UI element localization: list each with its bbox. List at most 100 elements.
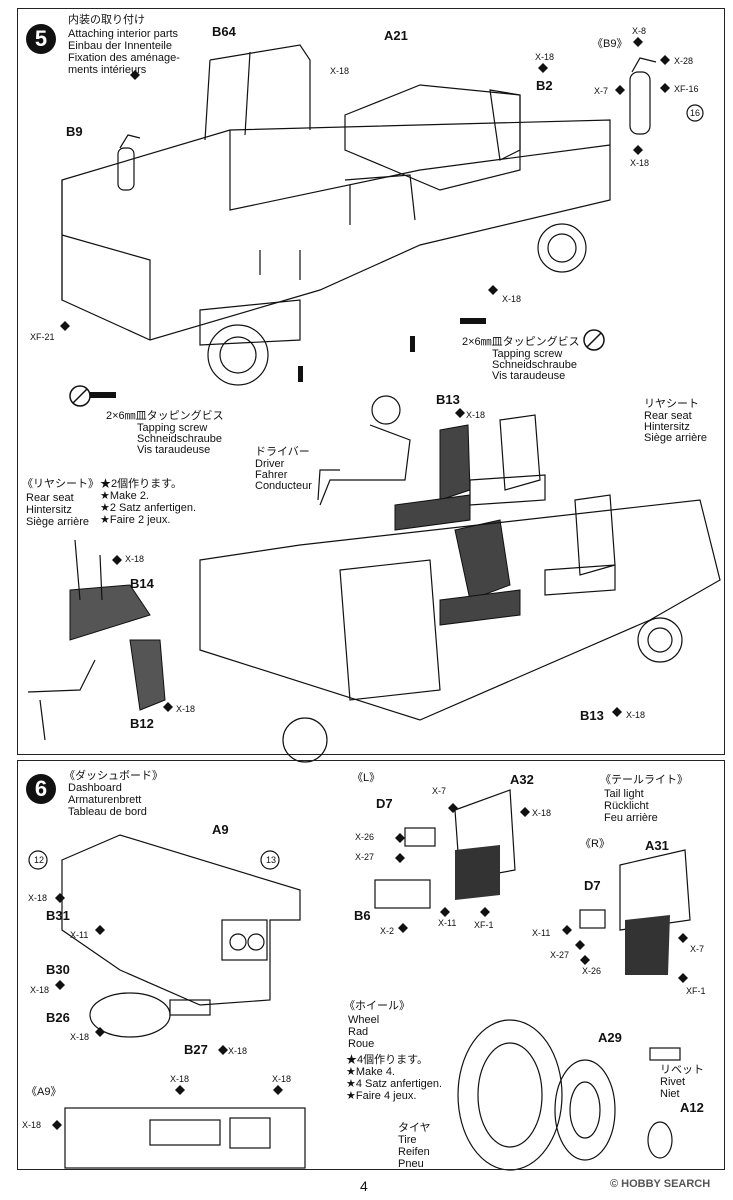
part-a12: A12 — [680, 1100, 704, 1115]
rs-box-jp: 《リヤシート》 — [22, 478, 99, 490]
step5-title-en: Attaching interior parts — [68, 28, 179, 40]
part-b27: B27 — [184, 1042, 208, 1057]
driver-fr: Conducteur — [255, 480, 312, 492]
color-x28: X-28 — [674, 56, 694, 66]
rs-box-de: Hintersitz — [26, 504, 72, 516]
make4-en: ★Make 4. — [346, 1066, 395, 1078]
s6-x18-a: X-18 — [28, 893, 48, 903]
a9-inset-label: 《A9》 — [26, 1086, 62, 1098]
dash-de: Armaturenbrett — [68, 794, 142, 806]
tire-fr: Pneu — [398, 1158, 424, 1170]
part-b31: B31 — [46, 908, 70, 923]
ref-circle-icons — [28, 104, 704, 870]
l-x18: X-18 — [532, 808, 552, 818]
front-seat-drawing — [394, 424, 521, 626]
part-d7-r: D7 — [584, 878, 601, 893]
wheel-fr: Roue — [348, 1038, 375, 1050]
screw-label-1-de: Schneidschraube — [492, 359, 578, 371]
lower-chassis-drawing — [199, 499, 721, 763]
rs-box-en: Rear seat — [26, 492, 74, 504]
ref-16: 16 — [690, 108, 701, 118]
l-x11: X-11 — [438, 918, 457, 928]
screw-label-2-de: Schneidschraube — [137, 433, 223, 445]
extinguisher-inset-icon — [629, 57, 657, 135]
make2-jp: ★2個作ります。 — [100, 478, 183, 490]
tail-de: Rücklicht — [604, 800, 649, 812]
screw-icons — [90, 318, 486, 398]
color-x18-e: X-18 — [466, 410, 486, 420]
r-x27: X-27 — [550, 950, 570, 960]
l-inset-label: 《L》 — [352, 772, 381, 784]
color-x18-a: X-18 — [330, 66, 350, 76]
rearseat-de: Hintersitz — [644, 421, 690, 433]
l-x26: X-26 — [355, 832, 375, 842]
make2-en: ★Make 2. — [100, 490, 149, 502]
dashboard-drawing — [61, 834, 301, 1038]
extinguisher-icon — [117, 134, 141, 191]
part-b64: B64 — [212, 24, 236, 39]
wheel-drawing — [457, 1019, 681, 1171]
part-b9: B9 — [66, 124, 83, 139]
watermark: © HOBBY SEARCH — [610, 1178, 711, 1190]
driver-jp: ドライバー — [255, 446, 310, 458]
dash-en: Dashboard — [68, 782, 122, 794]
dash-fr: Tableau de bord — [68, 806, 147, 818]
screw-label-1-en: Tapping screw — [492, 348, 563, 360]
driver-en: Driver — [255, 458, 285, 470]
rearseat-fr: Siège arrière — [644, 432, 707, 444]
color-x7: X-7 — [594, 86, 609, 96]
screw-label-2-fr: Vis taraudeuse — [137, 444, 211, 456]
l-x2: X-2 — [380, 926, 395, 936]
rs-box-fr: Siège arrière — [26, 516, 89, 528]
rear-seat-drawing — [469, 414, 616, 596]
color-xf16: XF-16 — [674, 84, 699, 94]
paint-markers — [52, 37, 688, 1130]
s6-x18-b: X-18 — [30, 985, 50, 995]
part-b13-lower: B13 — [580, 708, 604, 723]
tail-light-right-drawing — [579, 849, 691, 931]
part-b14: B14 — [130, 576, 154, 591]
driver-de: Fahrer — [255, 469, 288, 481]
make4-de: ★4 Satz anfertigen. — [346, 1078, 443, 1090]
color-x18-f: X-18 — [125, 554, 145, 564]
s6-x11-a: X-11 — [70, 930, 89, 940]
part-a32: A32 — [510, 772, 534, 787]
l-x7: X-7 — [432, 786, 447, 796]
rearseat-en: Rear seat — [644, 410, 692, 422]
no-glue-icons — [69, 329, 605, 407]
s6-x18-g: X-18 — [22, 1120, 42, 1130]
rearseat-jp: リヤシート — [644, 398, 699, 410]
a9-inset-drawing — [64, 1107, 306, 1169]
tire-de: Reifen — [398, 1146, 430, 1158]
part-a29: A29 — [598, 1030, 622, 1045]
step5-title-fr2: ments intérieurs — [68, 64, 147, 76]
tire-en: Tire — [398, 1134, 417, 1146]
color-x18-b: X-18 — [535, 52, 555, 62]
rivet-jp: リベット — [660, 1064, 704, 1076]
screw-label-1-fr: Vis taraudeuse — [492, 370, 566, 382]
color-xf21: XF-21 — [30, 332, 55, 342]
make4-jp: ★4個作ります。 — [346, 1054, 429, 1066]
make2-de: ★2 Satz anfertigen. — [100, 502, 197, 514]
b9-inset-label: 《B9》 — [592, 38, 628, 50]
dash-jp: 《ダッシュボード》 — [64, 770, 163, 782]
page-number: 4 — [360, 1178, 368, 1194]
part-a21: A21 — [384, 28, 408, 43]
step5-title-fr1: Fixation des aménage- — [68, 52, 180, 64]
color-x8: X-8 — [632, 26, 647, 36]
part-b12: B12 — [130, 716, 154, 731]
tail-fr: Feu arrière — [604, 812, 658, 824]
r-inset-label: 《R》 — [580, 838, 610, 850]
part-a31: A31 — [645, 838, 669, 853]
l-x27: X-27 — [355, 852, 375, 862]
r-x11: X-11 — [532, 928, 551, 938]
part-b30: B30 — [46, 962, 70, 977]
part-b26: B26 — [46, 1010, 70, 1025]
rivet-en: Rivet — [660, 1076, 686, 1088]
screw-label-2-en: Tapping screw — [137, 422, 208, 434]
s6-x18-e: X-18 — [170, 1074, 190, 1084]
mudflap-right — [625, 915, 670, 975]
part-b2: B2 — [536, 78, 553, 93]
tail-jp: 《テールライト》 — [600, 774, 688, 786]
